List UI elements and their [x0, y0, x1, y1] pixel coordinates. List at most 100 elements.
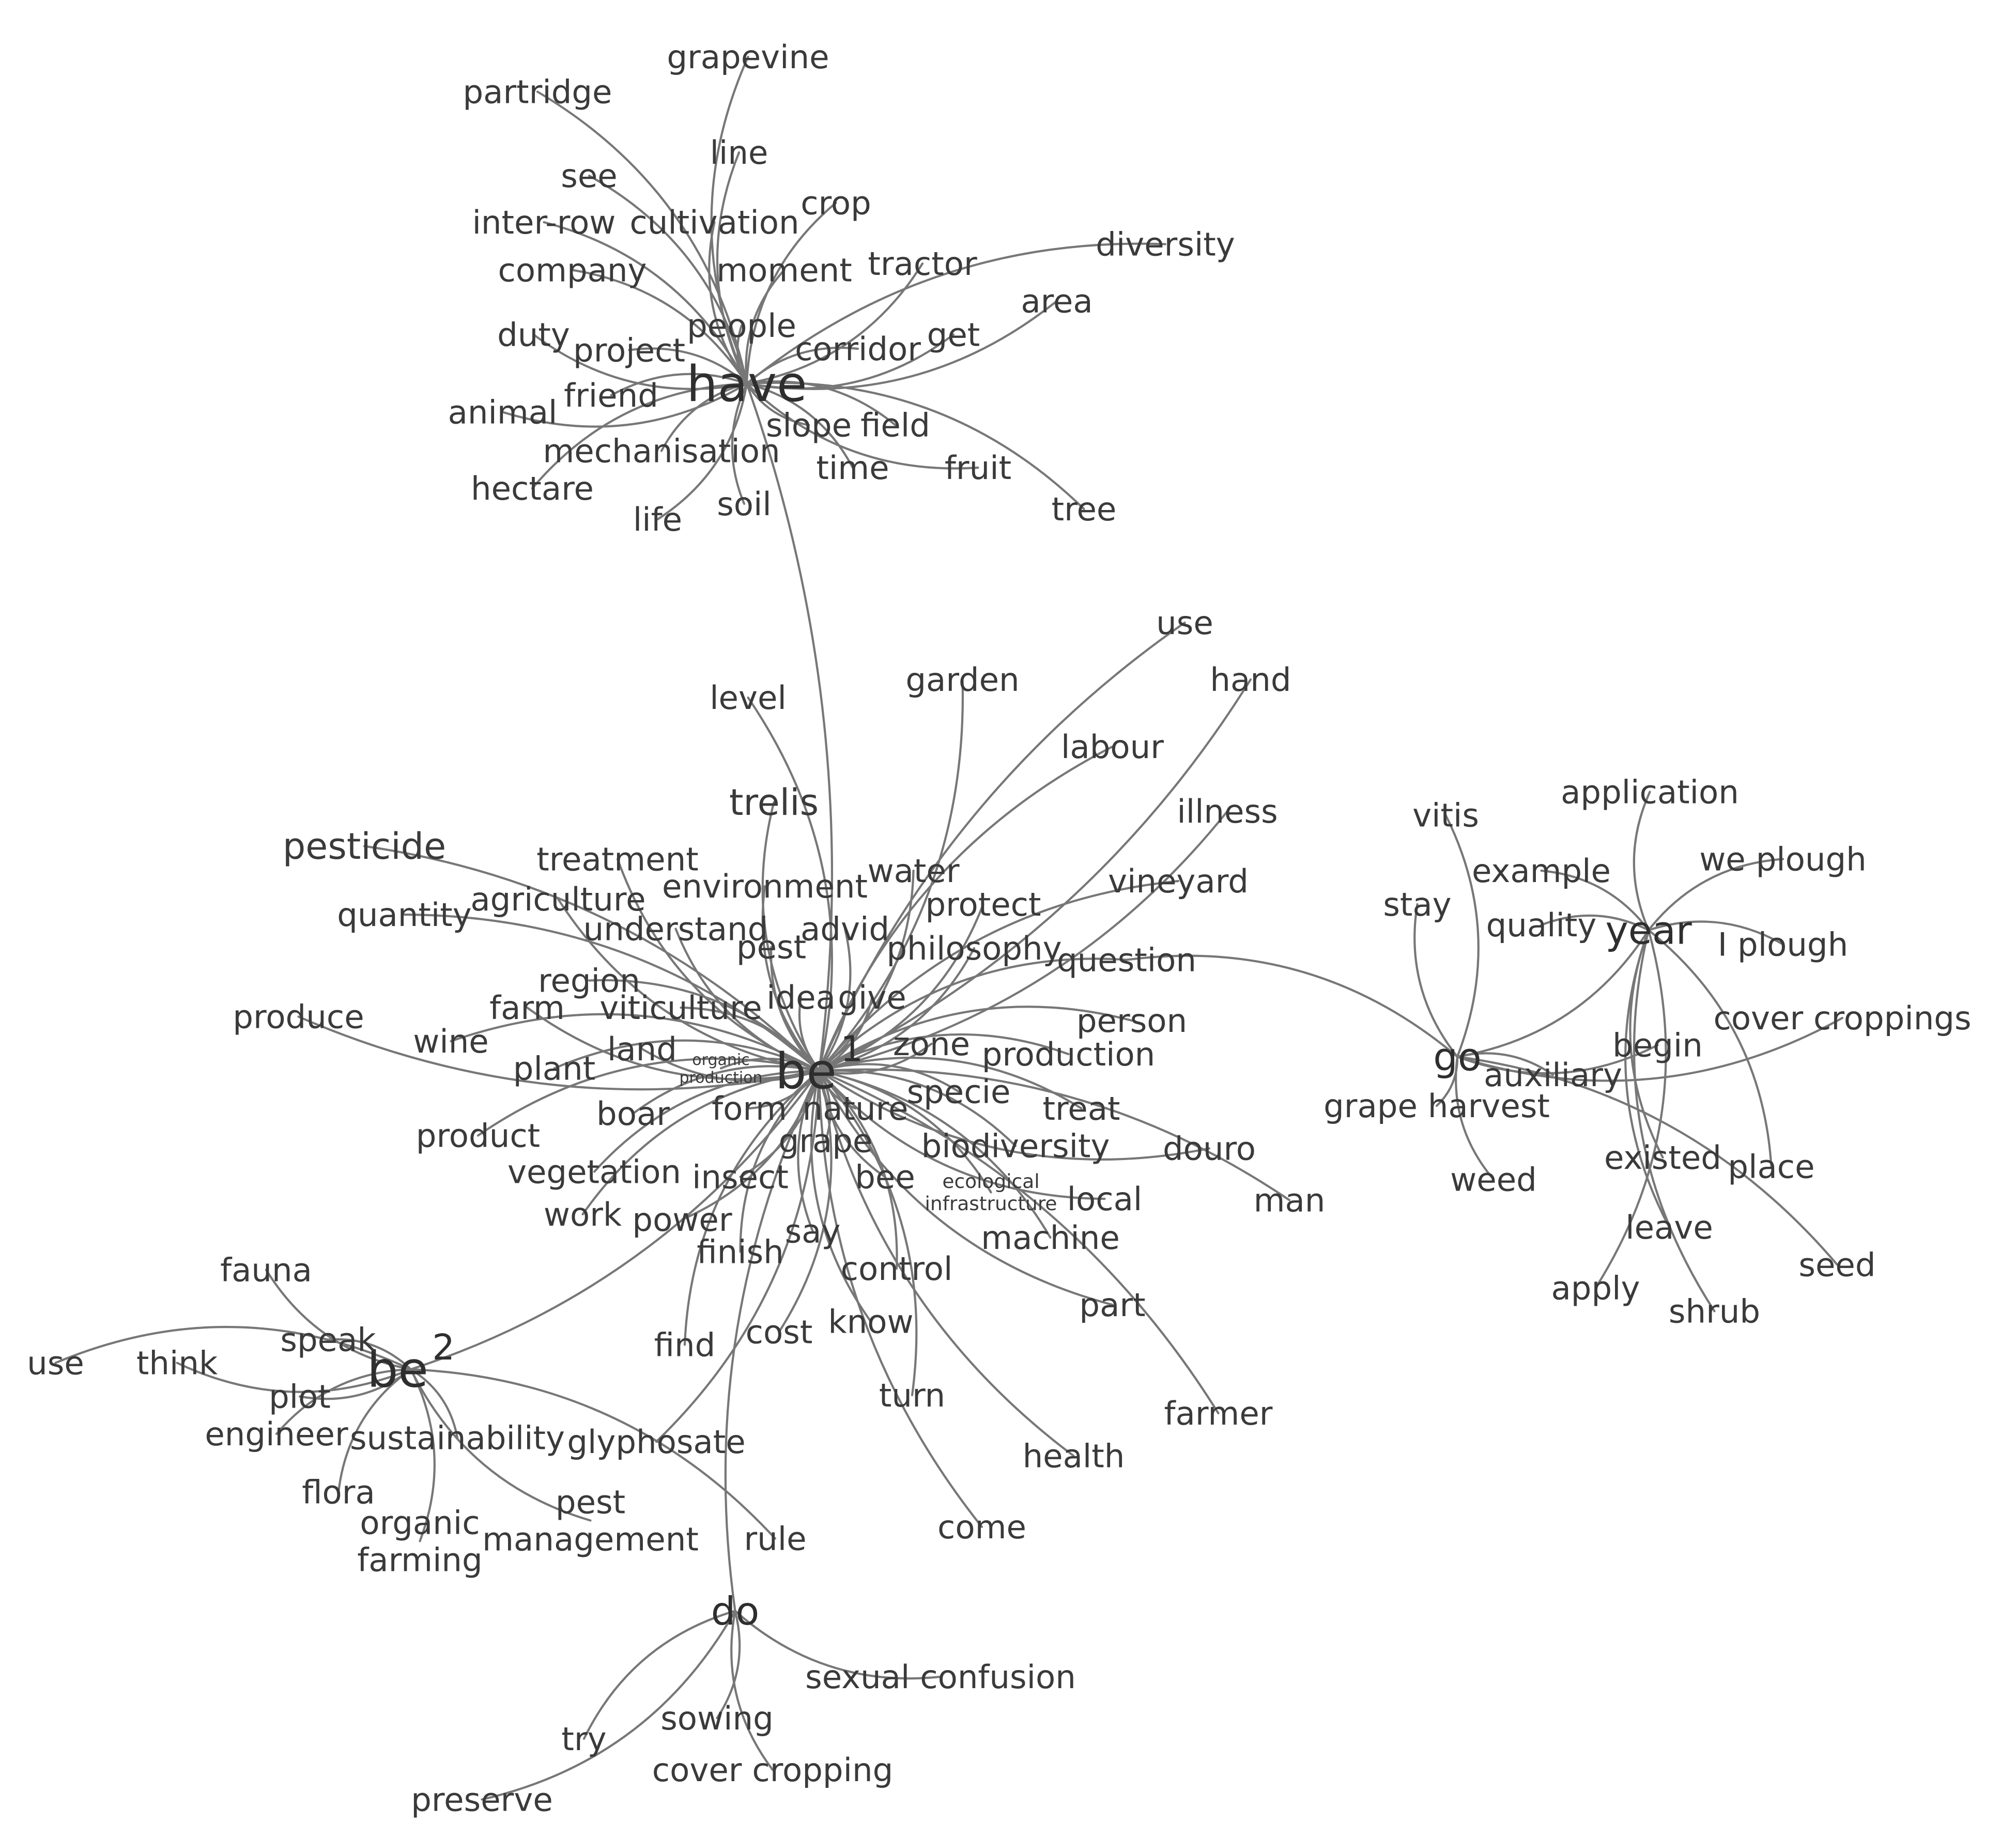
node-find: find: [654, 1326, 716, 1364]
edge-be1-know: [810, 1070, 872, 1323]
node-water-label-line: water: [867, 852, 959, 890]
node-cultivation-label-line: cultivation: [629, 204, 799, 241]
edge-have-partridge: [536, 90, 748, 385]
node-hectare-label-line: hectare: [471, 470, 594, 507]
node-field-label-line: field: [860, 406, 930, 444]
node-animal: animal: [448, 393, 558, 431]
edge-be1-cost: [778, 1070, 833, 1333]
node-preserve-label-line: preserve: [411, 1781, 553, 1818]
node-tractor-label-line: tractor: [868, 245, 977, 283]
edge-year-place: [1647, 929, 1773, 1168]
node-advid: advid: [801, 910, 889, 948]
node-farmer: farmer: [1164, 1395, 1273, 1432]
node-vitis-label-line: vitis: [1412, 796, 1479, 834]
edge-have-field: [745, 380, 897, 426]
edge-be1-water: [818, 869, 915, 1072]
edge-year-example: [1540, 869, 1650, 932]
node-insect-label-line: insect: [692, 1158, 789, 1196]
node-partridge: partridge: [463, 73, 612, 111]
edge-be1-production: [818, 1033, 1070, 1072]
edge-be2-engineer: [275, 1368, 412, 1435]
node-ecoinfra-label-line: ecological: [942, 1170, 1039, 1193]
node-part: part: [1079, 1286, 1145, 1324]
node-crop: crop: [801, 184, 871, 222]
node-field: field: [860, 406, 930, 444]
edge-have-corridor: [745, 346, 859, 385]
node-fauna-label-line: fauna: [220, 1251, 312, 1289]
edge-year-apply: [1594, 929, 1667, 1289]
edge-be1-idea: [798, 996, 821, 1072]
node-people-label-line: people: [687, 307, 796, 345]
node-work: work: [544, 1196, 622, 1233]
node-duty: duty: [497, 316, 570, 353]
node-understand: understand: [583, 910, 768, 948]
edge-be1-douro: [818, 1070, 1211, 1161]
edge-year-iplough: [1647, 920, 1784, 946]
node-try: try: [561, 1720, 606, 1758]
node-idea-label-line: idea: [766, 979, 836, 1016]
node-environment-label-line: environment: [662, 868, 868, 905]
edge-be1-find: [683, 1070, 821, 1346]
node-fauna: fauna: [220, 1251, 312, 1289]
node-garden-label-line: garden: [905, 661, 1019, 699]
node-apply-label-line: apply: [1551, 1269, 1640, 1307]
node-plant-label-line: plant: [513, 1049, 595, 1087]
node-pestmgmt-label-line: pest: [556, 1483, 625, 1521]
node-get: get: [927, 316, 980, 353]
node-moment: moment: [716, 251, 852, 289]
node-philosophy: philosophy: [886, 930, 1061, 967]
edge-be1-work: [581, 1070, 821, 1216]
node-place: place: [1728, 1148, 1814, 1185]
node-produce-label-line: produce: [233, 998, 364, 1036]
node-weplough-label-line: we plough: [1699, 840, 1867, 878]
node-crop-label-line: crop: [801, 184, 871, 222]
node-advid-label-line: advid: [801, 910, 889, 948]
edge-be1-boar: [632, 1065, 821, 1115]
edge-be1-turn: [818, 1070, 918, 1397]
node-water: water: [867, 852, 959, 890]
node-tree-label-line: tree: [1052, 490, 1117, 528]
edge-be1-health: [818, 1070, 1075, 1457]
node-diversity: diversity: [1096, 225, 1235, 263]
node-speak-label-line: speak: [280, 1321, 376, 1358]
node-biodiversity: biodiversity: [921, 1127, 1110, 1165]
edge-have-project: [628, 347, 748, 385]
node-grapeharvest: grape harvest: [1324, 1087, 1550, 1125]
node-corridor-label-line: corridor: [795, 330, 921, 368]
edge-have-moment: [745, 269, 786, 385]
node-get-label-line: get: [927, 316, 980, 353]
node-sowing: sowing: [660, 1700, 774, 1737]
node-grapevine: grapevine: [667, 38, 829, 76]
edge-go-year: [1456, 929, 1650, 1058]
node-find-label-line: find: [654, 1326, 716, 1364]
node-fruit: fruit: [945, 449, 1011, 487]
edge-be1-finish: [739, 1070, 821, 1253]
node-rule-label-line: rule: [744, 1520, 806, 1557]
node-wine-label-line: wine: [413, 1023, 489, 1060]
node-moment-label-line: moment: [716, 251, 852, 289]
node-plot: plot: [269, 1378, 331, 1415]
node-use1: use: [1156, 604, 1213, 642]
edge-do-covercropping: [730, 1610, 774, 1771]
node-plot-label-line: plot: [269, 1378, 331, 1415]
edge-go-weed: [1455, 1055, 1495, 1181]
edge-be1-machine: [818, 1070, 1052, 1239]
edge-be2-speak: [327, 1338, 412, 1371]
node-example-label-line: example: [1472, 852, 1611, 890]
node-form: form: [712, 1090, 787, 1127]
edge-go-covercroppings: [1456, 1016, 1844, 1082]
node-region-label-line: region: [538, 962, 640, 999]
edge-year-shrub: [1633, 929, 1716, 1312]
node-cost-label-line: cost: [746, 1313, 813, 1351]
node-do-label-line: do: [711, 1588, 760, 1634]
node-have-label-line: have: [686, 356, 807, 413]
node-pesticide-label-line: pesticide: [283, 825, 446, 868]
edge-year-application: [1633, 791, 1651, 932]
node-rule: rule: [744, 1520, 806, 1557]
node-zone-label-line: zone: [893, 1025, 970, 1063]
